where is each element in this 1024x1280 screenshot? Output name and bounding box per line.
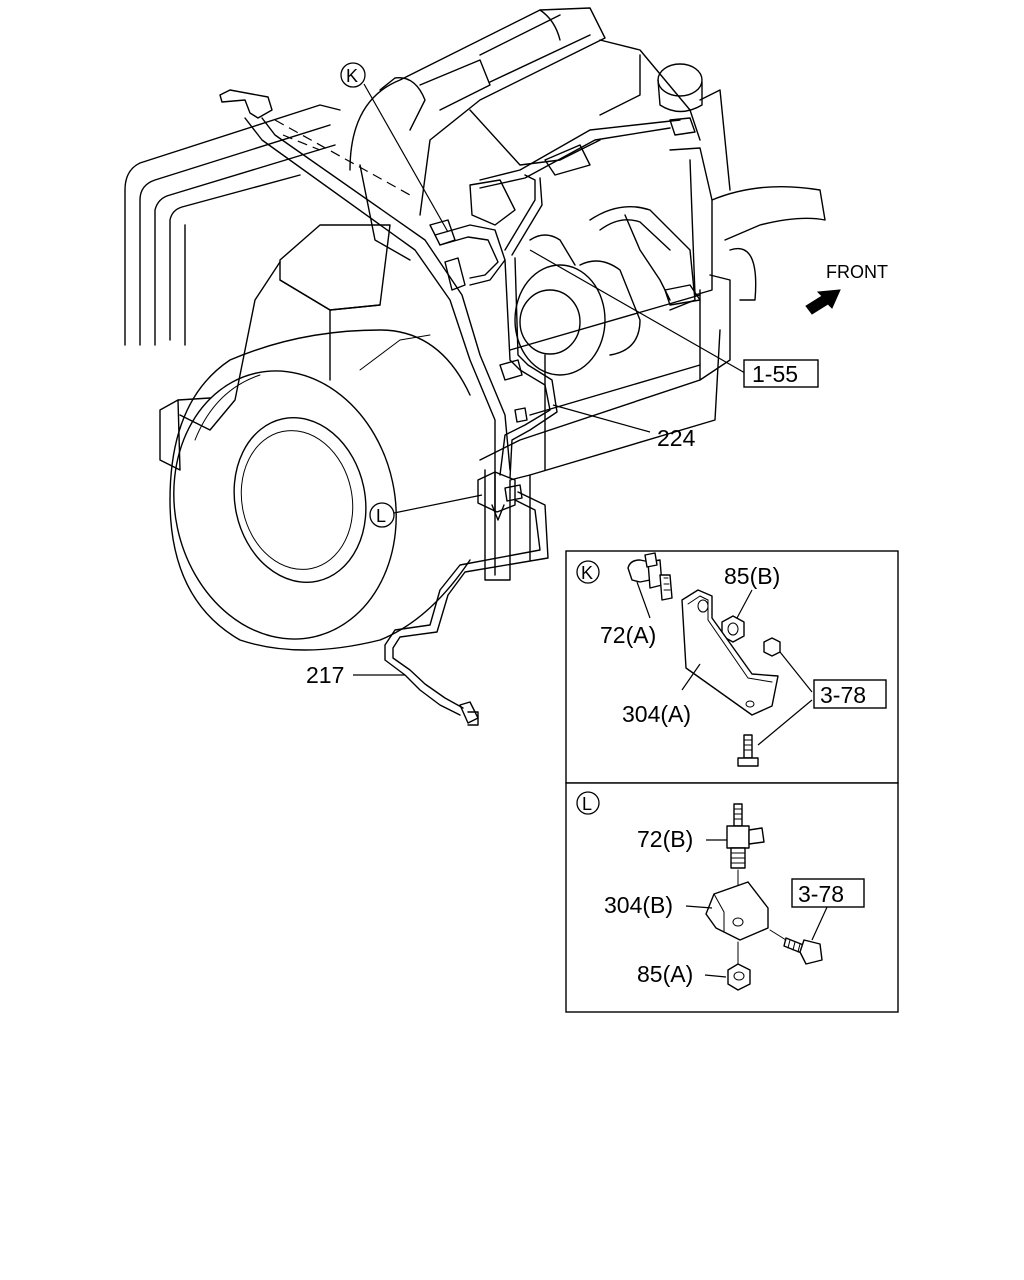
callout-l: L [369, 494, 483, 528]
callout-k: K [340, 62, 449, 233]
tee-fitting-72b [726, 803, 765, 869]
label-304b: 304(B) [604, 892, 673, 918]
detail-k-panel: K 72(A) 85(B) 304(A) [565, 550, 899, 784]
part-label-224: 224 [552, 404, 696, 451]
front-arrow-icon [805, 289, 841, 315]
label-3-78-k: 3-78 [820, 682, 866, 708]
callout-k-letter: K [346, 66, 358, 86]
nut-85a [727, 963, 751, 991]
detail-k-marker: K [581, 563, 593, 583]
fitting-72a [627, 552, 673, 601]
detail-l-marker: L [582, 794, 592, 814]
label-72a: 72(A) [600, 622, 656, 648]
bolt-k [737, 734, 759, 767]
bracket-304a [681, 589, 779, 716]
label-85b: 85(B) [724, 563, 780, 589]
engine-assembly [124, 7, 826, 726]
bracket-304b [705, 881, 769, 941]
front-label: FRONT [826, 262, 888, 282]
bolt-l [783, 937, 823, 965]
part-224-text: 224 [657, 425, 696, 451]
ref-1-55-text: 1-55 [752, 361, 798, 387]
label-304a: 304(A) [622, 701, 691, 727]
front-direction-indicator: FRONT [805, 262, 888, 315]
label-3-78-l: 3-78 [798, 881, 844, 907]
part-217-text: 217 [306, 662, 344, 688]
part-label-217: 217 [306, 662, 405, 688]
flange-nut-k [763, 637, 781, 657]
ref-label-1-55: 1-55 [529, 249, 819, 388]
detail-l-panel: L 72(B) 304(B) [565, 782, 899, 1013]
label-85a: 85(A) [637, 961, 693, 987]
callout-l-letter: L [376, 506, 386, 526]
label-72b: 72(B) [637, 826, 693, 852]
